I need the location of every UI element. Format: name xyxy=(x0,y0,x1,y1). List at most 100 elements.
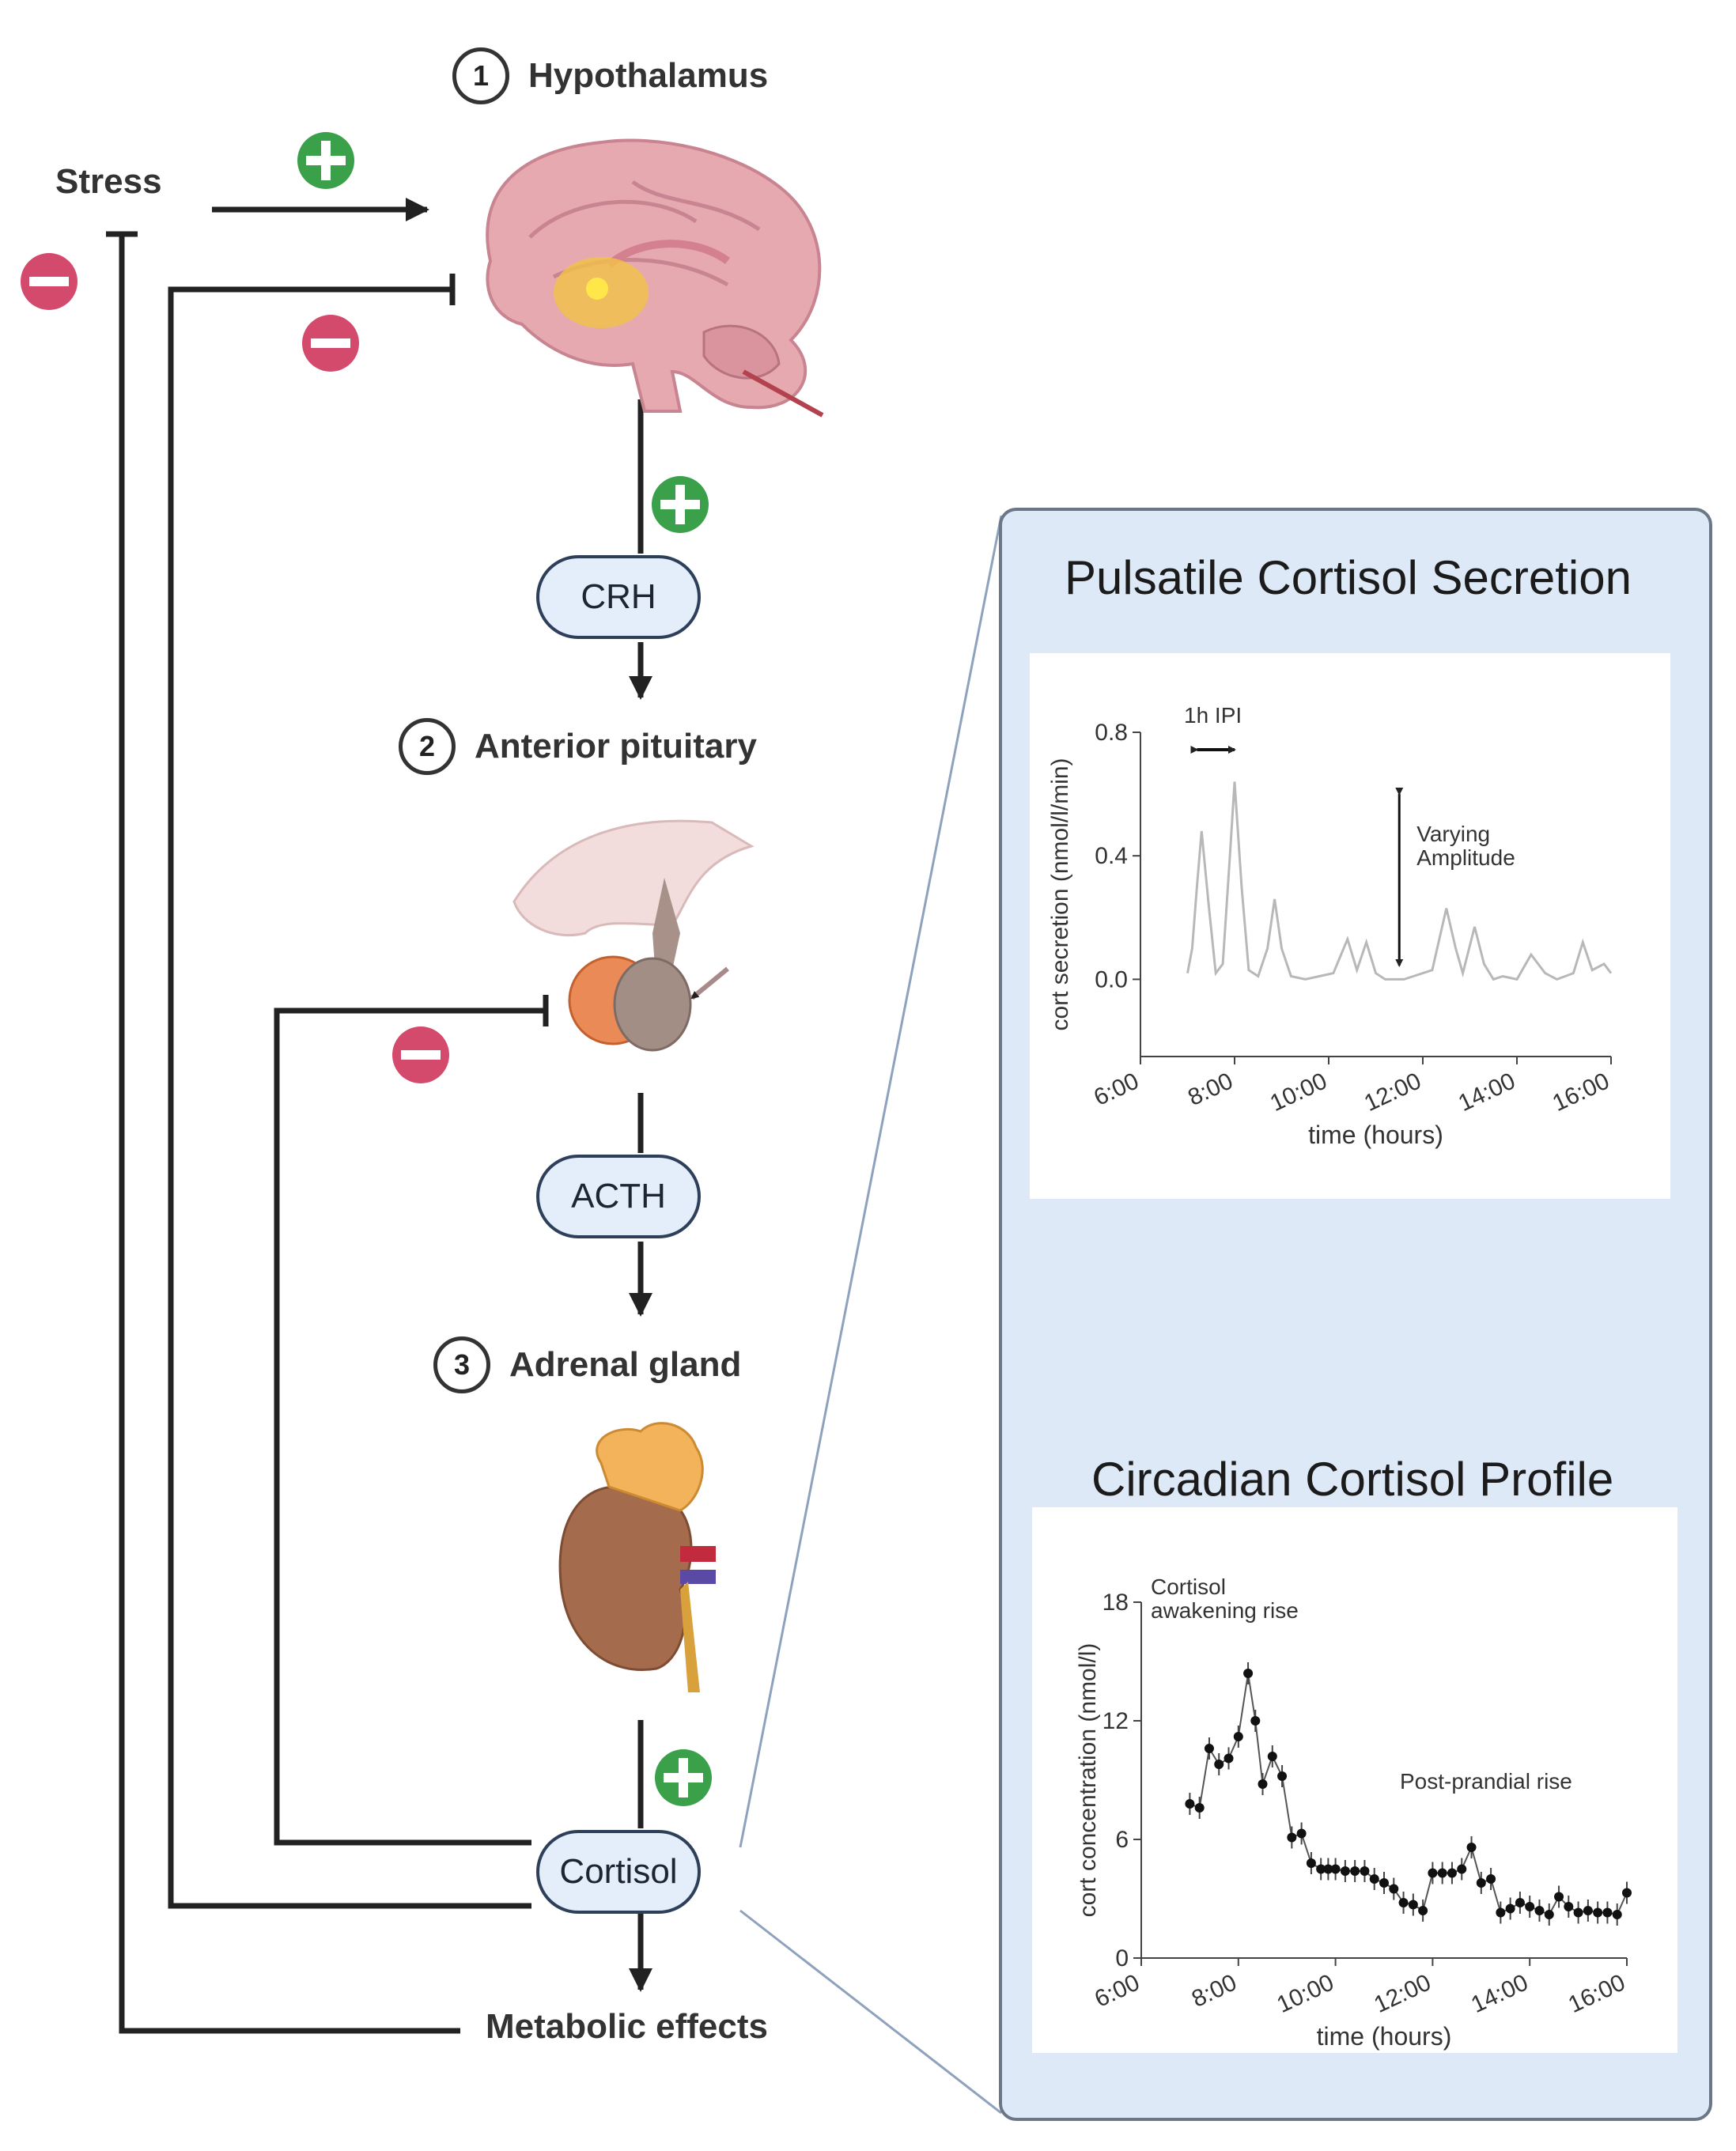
x-axis-label: time (hours) xyxy=(1317,2022,1452,2051)
feedback-cortisol-pituitary xyxy=(274,1007,546,1846)
crh-pill: CRH xyxy=(536,555,701,639)
y-tick-label: 18 xyxy=(1102,1590,1129,1616)
x-tick-label: 16:00 xyxy=(1564,1969,1629,2018)
minus-badge-stress xyxy=(21,253,78,310)
brain-illustration xyxy=(486,138,824,418)
pulsatile-title: Pulsatile Cortisol Secretion xyxy=(1065,551,1632,604)
data-point xyxy=(1258,1779,1268,1789)
pituitary-illustration xyxy=(512,819,755,1052)
minus-badge-pituitary xyxy=(392,1026,449,1083)
data-point xyxy=(1287,1832,1297,1843)
step-label: Hypothalamus xyxy=(528,56,769,95)
data-point xyxy=(1214,1760,1224,1769)
y-tick-label: 12 xyxy=(1102,1708,1129,1734)
amplitude-label-1: Varying xyxy=(1416,822,1490,846)
y-axis-label: cort secretion (nmol/l/min) xyxy=(1047,758,1073,1030)
data-point xyxy=(1437,1868,1447,1878)
x-tick-label: 10:00 xyxy=(1266,1068,1331,1117)
data-point xyxy=(1505,1903,1515,1914)
step-number: 3 xyxy=(433,1336,490,1393)
pulsatile-chart-svg: 0.0 0.4 0.8 6:00 8:00 10:00 12:00 14:00 16:00 tim… xyxy=(1047,703,1613,1149)
x-tick-label: 8:00 xyxy=(1184,1068,1237,1111)
data-point xyxy=(1476,1878,1486,1888)
data-point xyxy=(1194,1803,1205,1813)
data-point xyxy=(1350,1866,1360,1876)
feedback-effects-stress xyxy=(119,234,460,2034)
data-point xyxy=(1534,1906,1545,1915)
x-tick-label: 8:00 xyxy=(1188,1969,1241,2013)
postprandial-label: Post-prandial rise xyxy=(1400,1769,1572,1794)
data-point xyxy=(1486,1874,1496,1884)
x-axis-label: time (hours) xyxy=(1308,1121,1443,1149)
data-point xyxy=(1224,1753,1234,1764)
y-tick-label: 0 xyxy=(1115,1945,1129,1971)
data-point xyxy=(1544,1910,1554,1919)
minus-badge-hypothalamus xyxy=(302,315,359,372)
data-point xyxy=(1360,1866,1370,1876)
data-point xyxy=(1369,1874,1379,1884)
metabolic-effects-label: Metabolic effects xyxy=(486,2007,768,2046)
data-point xyxy=(1204,1744,1214,1753)
data-point xyxy=(1398,1898,1409,1907)
series-line xyxy=(1186,781,1613,981)
y-tick-label: 0.8 xyxy=(1095,720,1128,746)
y-tick-label: 0.0 xyxy=(1095,966,1128,992)
data-point xyxy=(1583,1906,1593,1915)
x-tick-label: 6:00 xyxy=(1091,1969,1144,2013)
circadian-title: Circadian Cortisol Profile xyxy=(1091,1453,1614,1506)
data-point xyxy=(1277,1771,1288,1781)
stress-label: Stress xyxy=(55,162,162,201)
plus-badge-stress xyxy=(297,132,354,189)
data-point xyxy=(1330,1864,1341,1874)
step-number: 2 xyxy=(399,718,456,775)
x-tick-label: 12:00 xyxy=(1360,1068,1425,1117)
data-point xyxy=(1389,1884,1399,1894)
y-axis-label: cort concentration (nmol/l) xyxy=(1075,1643,1101,1918)
data-point xyxy=(1316,1864,1326,1874)
series-line xyxy=(1189,1673,1628,1916)
step-label: Anterior pituitary xyxy=(475,727,757,766)
y-tick-label: 0.4 xyxy=(1095,843,1128,869)
x-tick-label: 6:00 xyxy=(1090,1068,1143,1111)
data-point xyxy=(1515,1898,1525,1907)
data-point xyxy=(1602,1907,1613,1918)
data-point xyxy=(1573,1907,1583,1918)
feedback-cortisol-hypothalamus xyxy=(168,286,531,1909)
data-point xyxy=(1554,1892,1564,1902)
plus-badge-crh xyxy=(652,476,709,533)
x-tick-label: 14:00 xyxy=(1454,1068,1519,1117)
step-pituitary: 2 Anterior pituitary xyxy=(399,718,757,775)
x-tick-label: 12:00 xyxy=(1370,1969,1435,2018)
step-number: 1 xyxy=(452,47,509,104)
step-adrenal: 3 Adrenal gland xyxy=(433,1336,741,1393)
data-point xyxy=(1296,1828,1307,1839)
data-point xyxy=(1418,1906,1428,1915)
y-tick-label: 6 xyxy=(1115,1827,1129,1853)
data-point xyxy=(1564,1902,1574,1911)
awakening-label-1: Cortisol xyxy=(1151,1575,1226,1599)
data-point xyxy=(1250,1716,1261,1726)
cortisol-pill: Cortisol xyxy=(536,1830,701,1914)
data-point xyxy=(1447,1868,1457,1878)
data-point xyxy=(1243,1669,1254,1678)
acth-pill: ACTH xyxy=(536,1155,701,1238)
data-point xyxy=(1593,1907,1603,1918)
data-point xyxy=(1408,1900,1418,1910)
data-point xyxy=(1233,1732,1243,1741)
data-point xyxy=(1379,1878,1389,1888)
x-tick-label: 16:00 xyxy=(1549,1068,1613,1117)
x-tick-label: 10:00 xyxy=(1273,1969,1338,2018)
data-point xyxy=(1340,1866,1350,1876)
pulsatile-chart: 0.0 0.4 0.8 6:00 8:00 10:00 12:00 14:00 16:00 tim… xyxy=(1030,653,1670,1199)
data-point xyxy=(1496,1907,1506,1918)
data-point xyxy=(1457,1864,1467,1874)
data-point xyxy=(1428,1868,1438,1878)
x-tick-label: 14:00 xyxy=(1467,1969,1532,2018)
plus-badge-cortisol xyxy=(655,1749,712,1806)
amplitude-label-2: Amplitude xyxy=(1416,845,1515,870)
data-point xyxy=(1306,1858,1316,1868)
data-point xyxy=(1612,1910,1622,1919)
data-point xyxy=(1323,1864,1333,1874)
awakening-label-2: awakening rise xyxy=(1151,1598,1299,1623)
